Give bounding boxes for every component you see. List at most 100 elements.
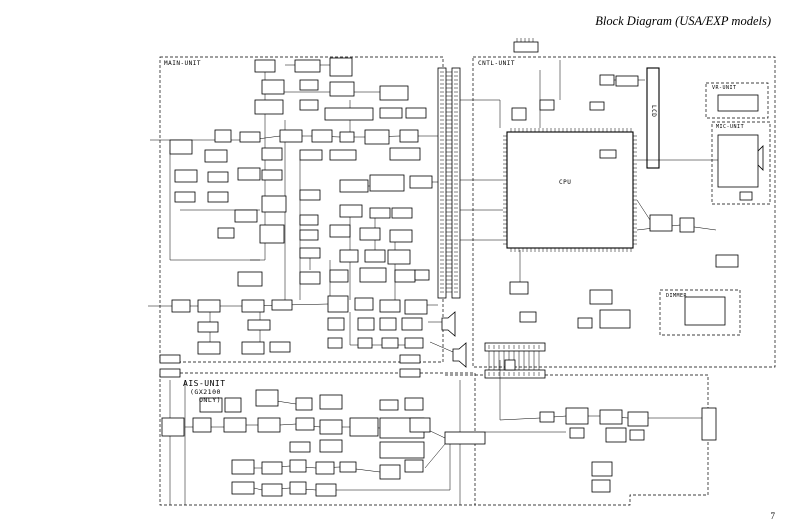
main-unit-block: [357, 337, 373, 349]
ais-unit-block: [261, 461, 283, 475]
main-unit-block: [254, 59, 276, 73]
main-unit-block: [339, 249, 359, 263]
main-unit-block: [204, 149, 228, 163]
ais-unit-block: [231, 459, 255, 475]
ais-unit-block: [289, 441, 311, 453]
main-unit-block: [237, 167, 261, 181]
connector-ais-1: [159, 354, 181, 364]
connector-top: [513, 41, 539, 53]
cpu-label: CPU: [559, 179, 572, 186]
main-unit-block: [379, 299, 401, 313]
sub-block: [605, 427, 627, 443]
cpu-block: [506, 131, 634, 249]
main-unit-block: [359, 267, 387, 283]
ais-unit-block: [161, 417, 185, 437]
connector-ais-2: [159, 368, 181, 378]
vr-unit-boundary: [705, 82, 769, 119]
ais-unit-label: AIS-UNIT: [183, 379, 226, 388]
connector-ais-4: [399, 368, 421, 378]
ais-unit-block: [319, 419, 343, 435]
signal-wire: [636, 224, 717, 231]
ais-unit-block: [319, 439, 343, 453]
cntl-unit-block: [519, 311, 537, 323]
cntl-unit-block: [589, 101, 605, 111]
dimmer-label: DIMMER: [666, 293, 688, 299]
main-unit-label: MAIN-UNIT: [164, 60, 202, 67]
main-unit-block: [197, 321, 219, 333]
main-unit-block: [197, 299, 221, 313]
signal-wire: [169, 150, 260, 261]
main-unit-block: [234, 209, 258, 223]
main-unit-block: [329, 149, 357, 161]
main-unit-block: [294, 59, 321, 73]
main-unit-block: [299, 99, 319, 111]
main-unit-block: [399, 129, 419, 143]
main-unit-block: [379, 317, 397, 331]
ais-unit-block: [289, 481, 307, 495]
main-unit-block: [261, 195, 287, 213]
speaker-icon: [441, 311, 456, 337]
main-unit-block: [404, 337, 424, 349]
lcd-label: LCD: [650, 105, 657, 118]
cntl-unit-block: [509, 281, 529, 295]
main-unit-block: [269, 341, 291, 353]
main-unit-block: [381, 337, 399, 349]
ais-unit-note-2: ONLY): [199, 396, 222, 404]
main-unit-block: [261, 147, 283, 161]
connector-main: [437, 67, 447, 299]
cntl-unit-block: [717, 134, 759, 188]
main-unit-block: [324, 107, 374, 121]
ais-unit-block: [379, 464, 401, 480]
cntl-unit-block: [715, 254, 739, 268]
main-unit-block: [214, 129, 232, 143]
main-unit-block: [217, 227, 235, 239]
ais-unit-block: [409, 417, 431, 433]
main-unit-block: [329, 224, 351, 238]
sub-block: [701, 407, 717, 441]
mic-unit-label: MIC-UNIT: [716, 124, 745, 130]
main-unit-block: [327, 295, 349, 313]
main-unit-block: [299, 189, 321, 201]
cntl-unit-block: [599, 74, 615, 86]
main-unit-block: [239, 131, 261, 143]
ais-unit-block: [257, 417, 281, 433]
sub-block: [539, 411, 555, 423]
main-unit-block: [279, 129, 303, 143]
main-unit-block: [389, 229, 413, 243]
main-unit-block: [241, 341, 265, 355]
main-unit-block: [359, 227, 381, 241]
cntl-unit-block: [739, 191, 753, 201]
main-unit-block: [171, 299, 191, 313]
sub-block: [591, 479, 611, 493]
dimmer-boundary: [659, 289, 741, 336]
main-unit-block: [379, 107, 403, 119]
signal-wire: [424, 443, 446, 469]
cntl-unit-block: [717, 94, 759, 112]
main-unit-block: [391, 207, 413, 219]
signal-wire: [636, 199, 651, 221]
ais-unit-block: [315, 483, 337, 497]
main-unit-block: [404, 299, 428, 315]
main-unit-block: [207, 171, 229, 183]
sub-block: [565, 407, 589, 425]
main-unit-block: [394, 269, 416, 283]
cntl-unit-block: [684, 296, 726, 326]
main-unit-block: [339, 131, 355, 143]
cntl-unit-block: [599, 149, 617, 159]
main-unit-block: [299, 214, 319, 226]
ais-unit-block: [339, 461, 357, 473]
main-unit-block: [237, 271, 263, 287]
ais-unit-block: [404, 397, 424, 411]
ais-unit-block: [295, 417, 315, 431]
sub-block: [627, 411, 649, 427]
ais-unit-block: [295, 397, 313, 411]
cntl-unit-block: [649, 214, 673, 232]
main-unit-block: [405, 107, 427, 119]
sub-block: [569, 427, 585, 439]
main-unit-block: [329, 57, 353, 77]
ais-unit-block: [349, 417, 379, 437]
bottom-boundary: [445, 374, 709, 506]
cntl-unit-block: [577, 317, 593, 329]
cntl-unit-block: [679, 217, 695, 233]
